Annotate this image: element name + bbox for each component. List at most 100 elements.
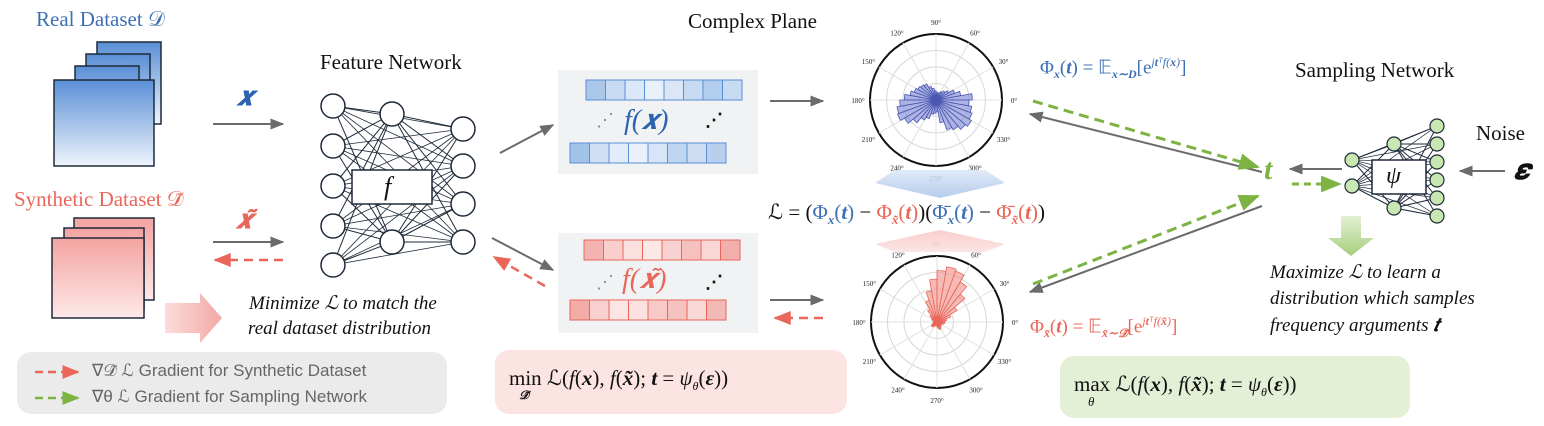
feature-network-neuron	[320, 133, 346, 159]
sampling-network-neuron	[1429, 136, 1445, 152]
synthetic-flow-arrow	[165, 293, 222, 343]
real-feature-cell	[585, 79, 606, 101]
x-input-label: 𝒙	[237, 82, 254, 111]
real-feature-cell	[605, 79, 626, 101]
synthetic-feature-cell	[569, 299, 590, 321]
polar-angle-label: 210°	[863, 358, 877, 366]
sampling-network-neuron	[1344, 178, 1360, 194]
feature-network	[320, 93, 476, 278]
synthetic-dataset-title: Synthetic Dataset 𝒟̃	[14, 187, 184, 211]
sampling-network-neuron	[1429, 154, 1445, 170]
t-to-synthetic-plot-arrow	[1028, 205, 1263, 293]
feature-network-title: Feature Network	[320, 50, 462, 74]
polar-bar	[925, 99, 937, 120]
polar-angle-label: 60°	[970, 29, 980, 37]
synthetic-feature-cell	[628, 299, 649, 321]
polar-bar	[935, 99, 970, 107]
feature-network-neuron	[450, 191, 476, 217]
synthetic-dataset-stack	[51, 217, 155, 319]
real-feature-cell	[663, 79, 684, 101]
synthetic-feature-cell	[720, 239, 741, 261]
feature-network-neuron	[450, 153, 476, 179]
minimize-line-2: real dataset distribution	[248, 318, 431, 339]
minimize-line-1: Minimize ℒ to match the	[249, 293, 437, 314]
legend-synthetic-gradient: ∇𝒟̃ ℒ Gradient for Synthetic Dataset	[92, 361, 367, 380]
feature-network-neuron	[320, 252, 346, 278]
polar-angle-label: 90°	[931, 19, 941, 27]
legend-sampling-gradient: ∇θ ℒ Gradient for Sampling Network	[92, 387, 367, 406]
phi-synthetic-formula: Φx̃(t) = 𝔼x̃∼𝒟̃[ejtᵀf(x̃)]	[1030, 314, 1178, 341]
synthetic-to-loss-arrow	[875, 230, 1005, 252]
sampling-network-node-label: ψ	[1386, 163, 1401, 189]
polar-bar	[920, 99, 937, 121]
real-dataset-title: Real Dataset 𝒟	[36, 7, 165, 31]
sampling-network-neuron	[1344, 152, 1360, 168]
x-tilde-input-label: 𝒙̃	[236, 205, 253, 234]
synthetic-feature-cell	[642, 239, 663, 261]
real-dataset-stack	[53, 41, 162, 167]
polar-angle-label: 120°	[890, 29, 904, 37]
complex-plane-title: Complex Plane	[688, 9, 817, 33]
polar-angle-label: 0°	[1011, 97, 1018, 105]
synthetic-feature-cell	[608, 299, 629, 321]
synthetic-feature-cell	[706, 299, 727, 321]
feature-network-box	[351, 169, 433, 205]
polar-angle-label: 330°	[997, 136, 1011, 144]
real-feature-cell	[569, 142, 590, 164]
polar-angle-label: 330°	[998, 358, 1012, 366]
synthetic-feature-cell	[700, 239, 721, 261]
polar-bar	[936, 270, 947, 323]
sampling-network-neuron	[1386, 200, 1402, 216]
feature-network-neuron	[450, 229, 476, 255]
synthetic-feature-cell	[686, 299, 707, 321]
polar-angle-label: 300°	[969, 387, 983, 395]
real-feature-cell	[706, 142, 727, 164]
polar-angle-label: 270°	[930, 397, 944, 405]
t-output-label: t	[1264, 153, 1273, 186]
polar-bar	[933, 99, 937, 114]
noise-symbol: 𝜺	[1514, 155, 1530, 186]
feature-network-neuron	[379, 229, 405, 255]
synthetic-feature-cell	[647, 299, 668, 321]
polar-bar	[936, 266, 957, 323]
real-to-loss-arrow	[875, 170, 1005, 198]
polar-angle-label: 150°	[862, 58, 876, 66]
min-objective-subscript: 𝒟̃	[519, 388, 529, 402]
feature-network-node-label: f	[384, 172, 392, 201]
synthetic-feature-cell	[681, 239, 702, 261]
polar-bar	[935, 99, 973, 120]
sampling-network-box	[1371, 159, 1427, 195]
synthetic-feature-dots-right: ⋰	[705, 272, 723, 292]
polar-angle-label: 120°	[891, 251, 905, 259]
synthetic-feature-cell	[661, 239, 682, 261]
polar-angle-label: 180°	[852, 319, 866, 327]
real-feature-cell	[702, 79, 723, 101]
maximize-arrow	[1328, 216, 1374, 256]
synthetic-feature-cell	[589, 299, 610, 321]
real-feature-cell	[608, 142, 629, 164]
to-real-feature-arrow	[499, 124, 555, 154]
real-feature-cell	[589, 142, 610, 164]
sampling-network-title: Sampling Network	[1295, 58, 1455, 82]
real-feature-dots-left: ⋰	[596, 110, 614, 130]
feature-network-neuron	[450, 116, 476, 142]
polar-bar	[935, 99, 973, 113]
sampling-network-neuron	[1429, 172, 1445, 188]
real-feature-cell	[667, 142, 688, 164]
synthetic-gradient-arrow-mid	[492, 255, 546, 288]
feature-network-neuron	[320, 173, 346, 199]
real-feature-cell	[644, 79, 665, 101]
real-feature-cell	[624, 79, 645, 101]
synthetic-feature-cell	[622, 239, 643, 261]
maximize-line-3: frequency arguments 𝒕	[1270, 315, 1440, 336]
sampling-gradient-arrow-top	[1032, 99, 1261, 170]
polar-angle-label: 0°	[1012, 319, 1019, 327]
synthetic-polar-plot: 90°60°30°0°330°300°270°240°210°180°150°1…	[852, 241, 1018, 405]
t-to-real-plot-arrow	[1028, 111, 1263, 173]
sampling-network-neuron	[1429, 190, 1445, 206]
synthetic-feature-label: f(𝒙̃)	[622, 264, 667, 295]
feature-network-neuron	[320, 93, 346, 119]
polar-angle-label: 30°	[1000, 280, 1010, 288]
